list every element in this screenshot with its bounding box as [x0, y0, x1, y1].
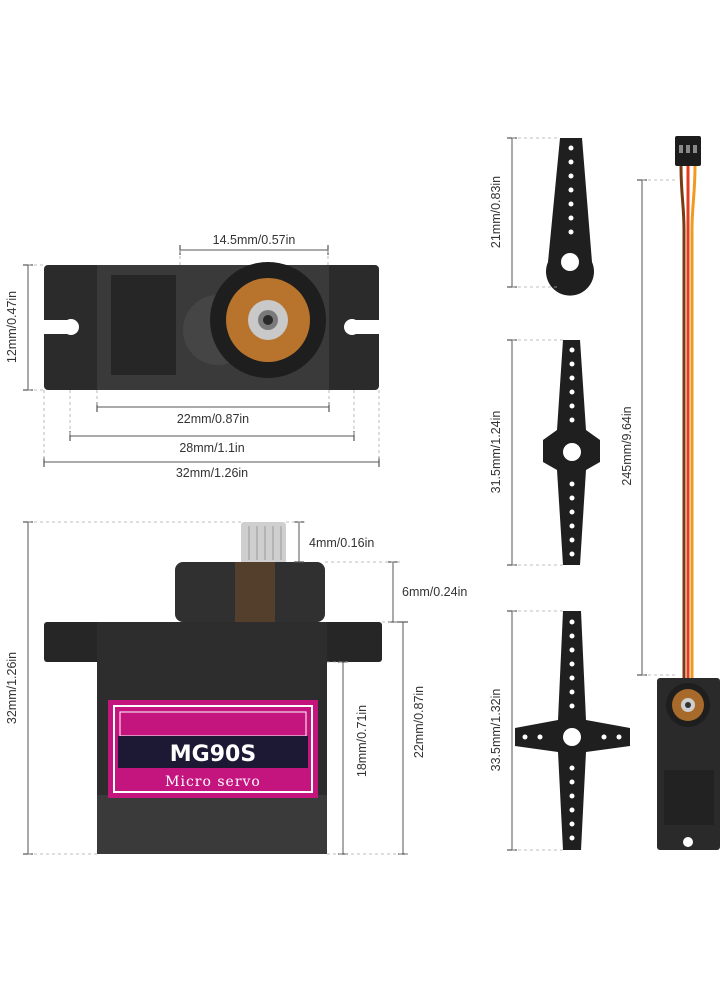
servo-cable	[675, 136, 701, 680]
gear-housing-height-label: 6mm/0.24in	[402, 585, 467, 599]
top-height-label: 12mm/0.47in	[5, 291, 19, 363]
total-height-label: 32mm/1.26in	[5, 652, 19, 724]
dimension-lines-horns	[507, 137, 563, 851]
body-height-below-tabs-label: 18mm/0.71in	[355, 705, 369, 777]
servo-horn-cross	[515, 611, 630, 850]
subtitle-label: Micro servo	[165, 774, 261, 790]
servo-top-view	[44, 262, 379, 390]
horn-double-label: 31.5mm/1.24in	[489, 411, 503, 494]
dimension-line-cable	[637, 179, 675, 676]
horn-single-label: 21mm/0.83in	[489, 176, 503, 248]
servo-front-view	[44, 522, 382, 854]
brand-label: MG90S	[170, 742, 256, 767]
top-gear-span-label: 14.5mm/0.57in	[213, 233, 296, 247]
servo-horn-double	[543, 340, 600, 565]
servo-horn-single	[546, 138, 594, 296]
dimension-lines-front	[23, 521, 410, 855]
horn-cross-label: 33.5mm/1.32in	[489, 689, 503, 772]
body-height-label: 22mm/0.87in	[412, 686, 426, 758]
total-width-label: 32mm/1.26in	[176, 466, 248, 480]
hole-spacing-label: 28mm/1.1in	[179, 441, 244, 455]
body-width-label: 22mm/0.87in	[177, 412, 249, 426]
dimension-lines-top	[23, 245, 380, 467]
cable-length-label: 245mm/9.64in	[620, 406, 634, 485]
servo-small-view	[657, 678, 720, 850]
shaft-height-label: 4mm/0.16in	[309, 536, 374, 550]
